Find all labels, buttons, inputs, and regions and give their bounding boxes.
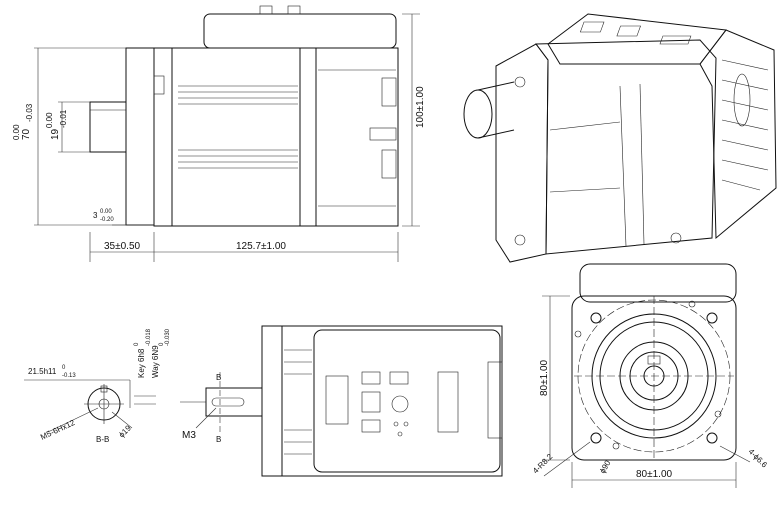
dim-keyway-tol-low: -0.13 [62,373,76,379]
way-tol-up: 0 [159,342,165,346]
dim-shaft-length: 35±0.50 [104,241,141,252]
side-flange [125,47,155,226]
mount-hole-br [706,432,718,444]
side-view: 35±0.50 125.7±1.00 100±1.00 70 0.00 -0.0… [12,5,426,262]
key-tol-up: 0 [134,342,140,346]
isometric-view [463,13,777,263]
way-label: Way 6N9 [151,345,160,378]
dim-step: 3 [93,211,98,220]
dim-shaft: 19 [50,128,61,140]
section-mark-bottom: B [216,435,221,444]
dim-keyway-depth: 21.5h11 [28,367,57,376]
iso-cover [547,13,727,65]
key-label: Key 6h8 [137,348,146,378]
front-view: 80±1.00 80±1.00 ϕ90 4-R8.2 4-ϕ6.6 [531,263,770,488]
side-body [153,47,399,227]
dim-front-height: 80±1.00 [539,359,550,396]
way-tol-low: -0.030 [165,328,171,346]
front-cover [579,263,737,303]
dim-flange-tol-low: -0.03 [25,103,34,122]
side-cover [203,13,397,49]
dim-flange-tol-up: 0.00 [12,124,21,140]
side-shaft [89,101,127,153]
iso-flange [495,43,549,263]
dim-shaft-tol-low: -0.01 [59,109,68,128]
top-body [281,325,503,477]
top-shaft [205,387,263,417]
dim-body-length: 125.7±1.00 [236,241,286,252]
phi-label: ϕ19 [117,423,133,439]
iso-fins [699,29,777,240]
dim-pcd: ϕ90 [598,458,613,475]
dim-flange: 70 [21,128,32,140]
top-view: B B M3 [180,325,503,477]
mount-hole-bl [590,432,602,444]
dim-shaft-tol-up: 0.00 [45,112,54,128]
top-flange [261,325,283,477]
dim-step-tol-low: -0.20 [100,217,114,223]
dim-step-tol-up: 0.00 [100,209,112,215]
section-mark-top: B [216,373,221,382]
dim-holes: 4-ϕ6.6 [747,447,770,470]
section-label: B-B [96,435,109,444]
iso-body [535,39,717,255]
mount-hole-tl [590,312,602,324]
thread-label: M5-6Hx12 [39,418,77,442]
dim-height: 100±1.00 [415,86,426,128]
dim-keyway-tol-up: 0 [62,365,66,371]
mount-hole-tr [706,312,718,324]
top-thread-label: M3 [182,430,196,441]
dim-front-width: 80±1.00 [636,469,673,480]
shaft-section: 21.5h11 0 -0.13 Key 6h8 0 -0.018 Way 6N9… [24,328,171,444]
top-cover [313,329,501,473]
dim-radius: 4-R8.2 [531,452,555,476]
key-tol-low: -0.018 [146,328,152,346]
